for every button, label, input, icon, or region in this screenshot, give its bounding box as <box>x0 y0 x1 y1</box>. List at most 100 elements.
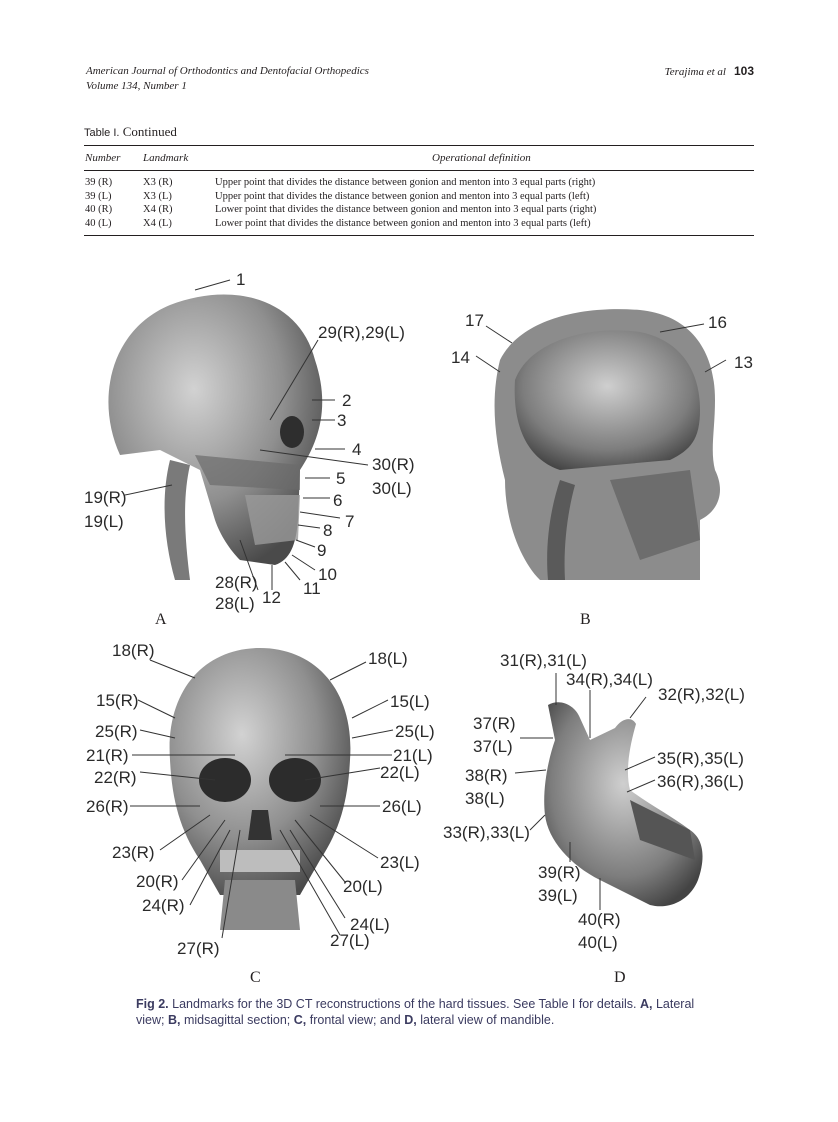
landmark-label: 25(R) <box>95 722 138 741</box>
landmark-label: 27(L) <box>330 931 370 950</box>
table-cell: Upper point that divides the distance be… <box>215 190 590 202</box>
landmark-label: 30(L) <box>372 479 412 498</box>
page-number: 103 <box>733 64 754 78</box>
landmark-label: 25(L) <box>395 722 435 741</box>
landmark-label: 19(R) <box>84 488 127 507</box>
landmark-label: 36(R),36(L) <box>657 772 744 791</box>
landmark-label: 18(L) <box>368 649 408 668</box>
caption-a-label: A, <box>639 997 653 1011</box>
landmark-label: 39(R) <box>538 863 581 882</box>
landmark-label: 17 <box>465 311 484 330</box>
landmark-label: 19(L) <box>84 512 124 531</box>
landmark-label: 37(R) <box>473 714 516 733</box>
landmark-label: 10 <box>318 565 337 584</box>
panel-c-labels: 18(R) 18(L) 15(R) 15(L) 25(R) 25(L) 21(R… <box>86 641 435 986</box>
panel-a-labels: 1 29(R),29(L) 2 3 4 30(R) 30(L) 5 6 7 8 … <box>84 270 415 628</box>
figure-caption: Fig 2. Landmarks for the 3D CT reconstru… <box>136 996 716 1028</box>
landmark-label: 38(R) <box>465 766 508 785</box>
table-row: 39 (L) X3 (L) Upper point that divides t… <box>84 191 754 205</box>
landmark-label: 23(L) <box>380 853 420 872</box>
landmark-label: 22(L) <box>380 763 420 782</box>
journal-name: American Journal of Orthodontics and Den… <box>86 65 369 77</box>
table-top-rule <box>84 145 754 146</box>
landmark-label: 15(L) <box>390 692 430 711</box>
panel-d-leaders <box>514 673 656 910</box>
landmark-label: 28(R) <box>215 573 258 592</box>
landmark-label: 5 <box>336 469 345 488</box>
journal-volume: Volume 134, Number 1 <box>86 80 187 92</box>
table-row: 40 (L) X4 (L) Lower point that divides t… <box>84 218 754 232</box>
landmark-label: 16 <box>708 313 727 332</box>
caption-b-label: B, <box>167 1013 181 1027</box>
panel-label-d: D <box>614 969 626 986</box>
landmark-label: 3 <box>337 411 346 430</box>
landmark-label: 4 <box>352 440 361 459</box>
landmark-label: 24(R) <box>142 896 185 915</box>
landmark-label: 27(R) <box>177 939 220 958</box>
landmark-label: 20(R) <box>136 872 179 891</box>
table-cell: Lower point that divides the distance be… <box>215 217 591 229</box>
landmark-label: 30(R) <box>372 455 415 474</box>
table-cell: X3 (R) <box>143 177 173 188</box>
landmark-label: 21(R) <box>86 746 129 765</box>
landmark-label: 40(R) <box>578 910 621 929</box>
mandible-lateral-image <box>544 702 703 907</box>
panel-label-b: B <box>580 611 591 628</box>
skull-midsagittal-image <box>494 309 720 580</box>
landmark-label: 18(R) <box>112 641 155 660</box>
landmark-label: 22(R) <box>94 768 137 787</box>
panel-b-leaders <box>475 323 727 373</box>
landmark-label: 34(R),34(L) <box>566 670 653 689</box>
landmark-label: 20(L) <box>343 877 383 896</box>
column-header: Number <box>85 152 121 164</box>
panel-a-leaders <box>124 279 369 591</box>
running-header-left: American Journal of Orthodontics and Den… <box>86 64 369 94</box>
landmark-label: 7 <box>345 512 354 531</box>
table-cell: X3 (L) <box>143 190 172 202</box>
landmark-label: 29(R),29(L) <box>318 323 405 342</box>
landmark-label: 2 <box>342 391 351 410</box>
table-cell: 40 (L) <box>85 217 112 229</box>
caption-text: Landmarks for the 3D CT reconstructions … <box>172 997 637 1011</box>
panel-b-labels: 17 16 14 13 B <box>451 311 753 628</box>
caption-c-text: frontal view; and <box>309 1013 401 1027</box>
landmark-label: 23(R) <box>112 843 155 862</box>
table-cell: X4 (L) <box>143 217 172 229</box>
landmark-label: 24(L) <box>350 915 390 934</box>
column-header: Operational definition <box>432 152 531 164</box>
landmark-table: Number Landmark Operational definition 3… <box>84 145 754 236</box>
landmark-label: 26(L) <box>382 797 422 816</box>
caption-fig-label: Fig 2. <box>136 997 169 1011</box>
table-cell: 40 (R) <box>85 204 113 215</box>
landmark-label: 1 <box>236 270 245 289</box>
table-bottom-rule <box>84 235 754 236</box>
landmark-label: 38(L) <box>465 789 505 808</box>
table-cell: 39 (R) <box>85 177 113 188</box>
landmark-label: 6 <box>333 491 342 510</box>
table-label: Table I. <box>84 127 120 139</box>
landmark-label: 8 <box>323 521 332 540</box>
landmark-label: 13 <box>734 353 753 372</box>
caption-d-label: D, <box>404 1013 417 1027</box>
landmark-label: 26(R) <box>86 797 129 816</box>
landmark-label: 35(R),35(L) <box>657 749 744 768</box>
table-header-rule <box>84 170 754 171</box>
landmark-label: 39(L) <box>538 886 578 905</box>
running-header-right: Terajima et al 103 <box>665 64 754 80</box>
landmark-label: 21(L) <box>393 746 433 765</box>
table-cell: 39 (L) <box>85 190 112 202</box>
caption-b-text: midsagittal section; <box>183 1013 291 1027</box>
caption-c-label: C, <box>293 1013 307 1027</box>
table-header: Number Landmark Operational definition <box>84 146 754 170</box>
table-title-text: Continued <box>122 124 177 139</box>
table-cell: Upper point that divides the distance be… <box>215 177 596 188</box>
panel-d-labels: 31(R),31(L) 34(R),34(L) 32(R),32(L) 37(R… <box>443 651 745 986</box>
landmark-label: 28(L) <box>215 594 255 613</box>
landmark-label: 15(R) <box>96 691 139 710</box>
landmark-label: 9 <box>317 541 326 560</box>
landmark-label: 31(R),31(L) <box>500 651 587 670</box>
skull-lateral-image <box>108 294 323 580</box>
table-row: 40 (R) X4 (R) Lower point that divides t… <box>84 204 754 218</box>
authors: Terajima et al <box>664 66 726 78</box>
